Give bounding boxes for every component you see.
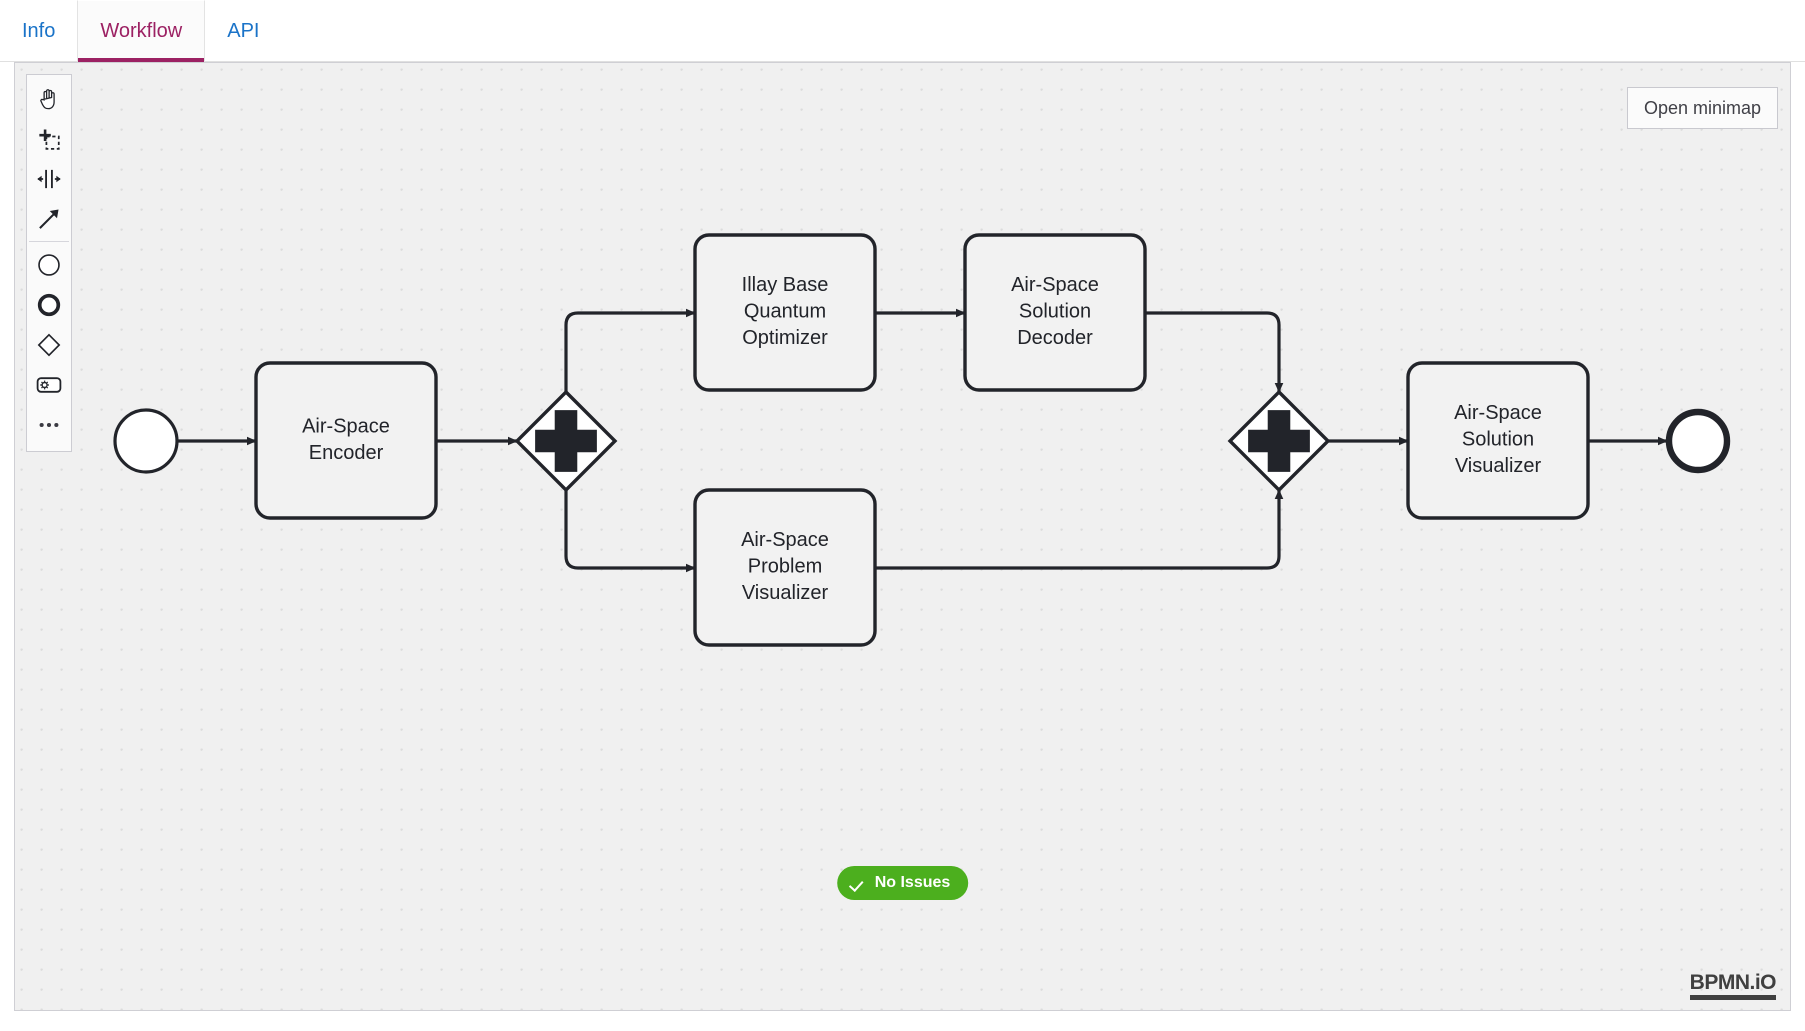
task-icon [36, 377, 62, 393]
connect-tool-icon [39, 209, 59, 229]
bpmnio-logo-text: BPMN.iO [1689, 971, 1777, 994]
palette-connect-tool[interactable] [27, 199, 71, 239]
bpmn-node-start[interactable] [113, 408, 179, 474]
palette-gateway[interactable] [27, 325, 71, 365]
status-badge-label: No Issues [874, 874, 951, 891]
edge-layer [177, 308, 1668, 573]
end-event-shape [1665, 408, 1731, 474]
tab-bar-divider [0, 61, 1805, 62]
palette-divider [29, 241, 69, 242]
start-event-icon [38, 254, 60, 276]
bpmnio-logo[interactable]: BPMN.iO [1689, 971, 1777, 1000]
tab-api[interactable]: API [205, 0, 281, 62]
open-minimap-button[interactable]: Open minimap [1626, 87, 1778, 129]
palette-lasso-tool[interactable] [27, 119, 71, 159]
palette-end-event[interactable] [27, 285, 71, 325]
start-event-shape [113, 408, 179, 474]
lasso-tool-icon [39, 129, 60, 150]
sequence-flow[interactable] [564, 490, 696, 573]
palette-space-tool[interactable] [27, 159, 71, 199]
tab-workflow-label: Workflow [100, 20, 183, 42]
palette-hand-tool[interactable] [27, 79, 71, 119]
tab-workflow[interactable]: Workflow [77, 0, 206, 62]
sequence-flow[interactable] [875, 489, 1284, 570]
element-palette[interactable] [26, 74, 72, 452]
tab-info[interactable]: Info [0, 0, 77, 62]
open-minimap-label: Open minimap [1643, 97, 1761, 118]
bpmnio-logo-bar [1689, 995, 1776, 1000]
palette-more[interactable] [27, 405, 71, 445]
sequence-flow[interactable] [1145, 311, 1284, 393]
space-tool-icon [37, 169, 61, 189]
bpmn-node-split[interactable] [514, 389, 618, 493]
task-shape [693, 233, 877, 392]
task-shape [693, 488, 877, 647]
check-icon [851, 876, 866, 891]
hand-tool-icon [40, 89, 55, 110]
more-icon [39, 422, 59, 428]
tab-api-label: API [227, 19, 260, 42]
tab-active-indicator [78, 58, 205, 62]
status-badge[interactable]: No Issues [836, 866, 969, 900]
palette-task[interactable] [27, 365, 71, 405]
tab-bar: Info Workflow API [0, 0, 1805, 62]
bpmn-node-join[interactable] [1227, 389, 1331, 493]
tab-info-label: Info [22, 19, 56, 42]
task-shape [1406, 361, 1590, 520]
gateway-icon [37, 333, 61, 357]
task-shape [254, 361, 438, 520]
sequence-flow[interactable] [564, 308, 696, 392]
end-event-icon [37, 293, 61, 317]
bpmn-node-end[interactable] [1665, 408, 1731, 474]
palette-start-event[interactable] [27, 245, 71, 285]
parallel-marker-icon [1248, 410, 1310, 472]
task-shape [963, 233, 1147, 392]
parallel-marker-icon [535, 410, 597, 472]
